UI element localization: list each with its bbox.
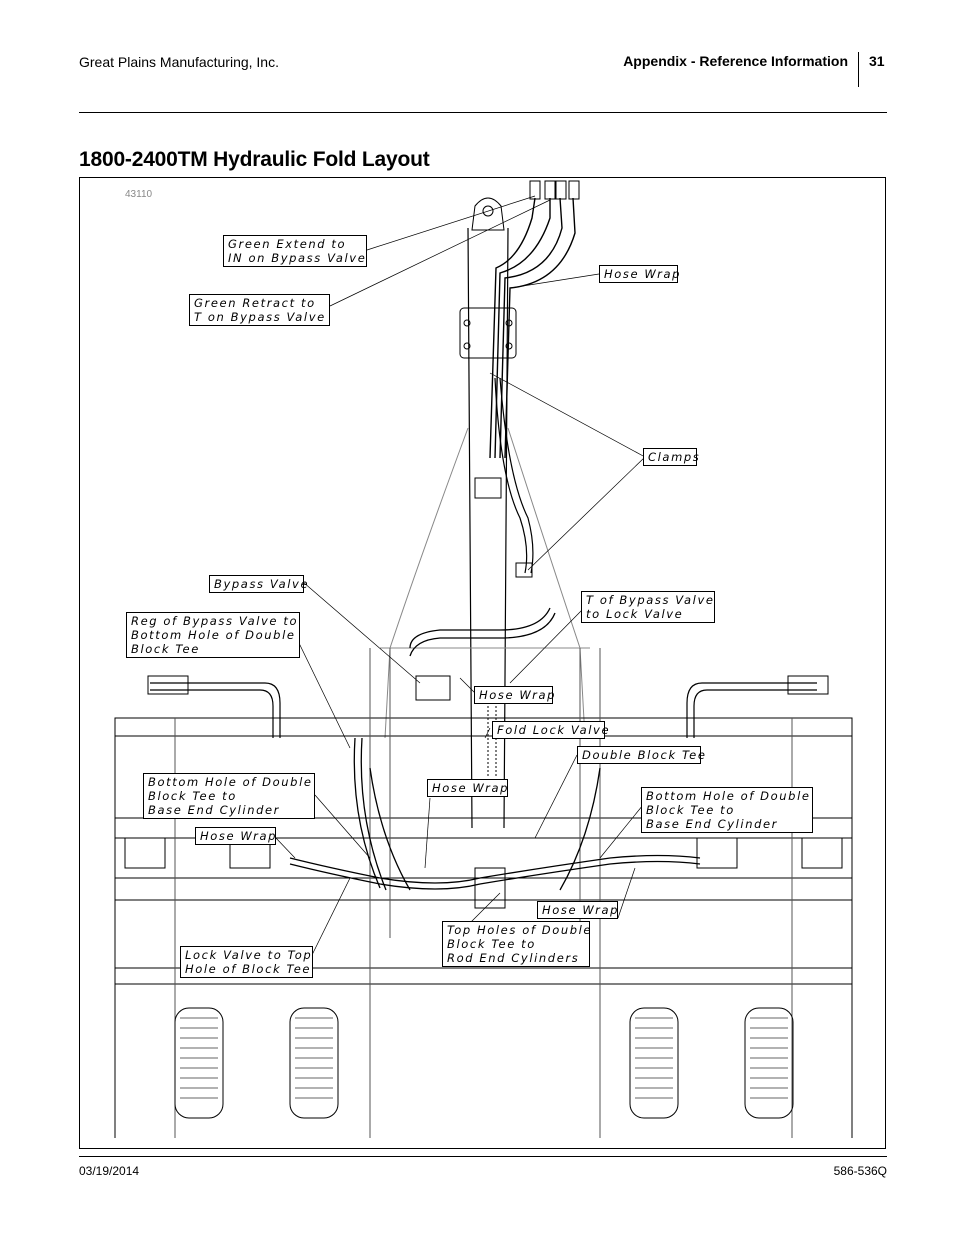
callout-t-bypass: T of Bypass Valve to Lock Valve — [581, 591, 715, 623]
callout-double-block-tee: Double Block Tee — [577, 746, 705, 764]
callout-hose-wrap-mid: Hose Wrap — [427, 779, 508, 797]
page-title: 1800-2400TM Hydraulic Fold Layout — [79, 148, 430, 171]
callout-bottom-hole-right: Bottom Hole of Double Block Tee to Base … — [641, 787, 813, 833]
callout-green-retract: Green Retract to T on Bypass Valve — [189, 294, 330, 326]
callout-hose-wrap-left: Hose Wrap — [195, 827, 276, 845]
callout-reg-bypass: Reg of Bypass Valve to Bottom Hole of Do… — [126, 612, 300, 658]
callout-fold-lock-valve: Fold Lock Valve — [492, 721, 609, 739]
callout-green-extend: Green Extend to IN on Bypass Valve — [223, 235, 367, 267]
page-number: 31 — [869, 53, 885, 69]
callout-bottom-hole-left: Bottom Hole of Double Block Tee to Base … — [143, 773, 315, 819]
header-divider — [858, 52, 859, 87]
diagram-drawing — [114, 180, 853, 1138]
callout-lock-valve: Lock Valve to Top Hole of Block Tee — [180, 946, 313, 978]
figure-number: 43110 — [125, 189, 153, 200]
footer-date: 03/19/2014 — [79, 1164, 140, 1178]
section-title: Appendix - Reference Information — [623, 53, 848, 69]
callout-top-holes: Top Holes of Double Block Tee to Rod End… — [442, 921, 590, 967]
hydraulic-diagram: 43110 Green Extend to IN on Bypass Valve… — [79, 177, 886, 1149]
footer-doc-number: 586-536Q — [833, 1164, 887, 1178]
footer-rule — [79, 1156, 887, 1157]
callout-hose-wrap-lower: Hose Wrap — [537, 901, 618, 919]
company-name: Great Plains Manufacturing, Inc. — [79, 54, 279, 70]
callout-hose-wrap-top: Hose Wrap — [599, 265, 679, 283]
callout-clamps: Clamps — [643, 448, 699, 466]
header-rule — [79, 112, 887, 113]
callout-bypass-valve: Bypass Valve — [209, 575, 308, 593]
callout-hose-wrap-center: Hose Wrap — [474, 686, 554, 704]
